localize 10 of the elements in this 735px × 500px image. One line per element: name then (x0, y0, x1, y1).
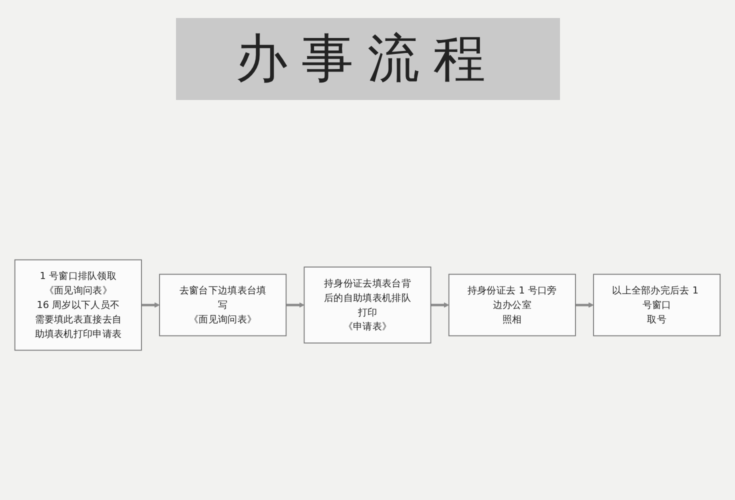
title: 办事流程 (176, 18, 560, 100)
node-box: 去窗台下边填表台填写 《面见询问表》 (159, 274, 287, 336)
node-box: 以上全部办完后去 1 号窗口 取号 (593, 274, 721, 336)
node-box: 持身份证去 1 号口旁边办公室 照相 (448, 274, 576, 336)
arrow (575, 302, 594, 308)
node-box: 1 号窗口排队领取 《面见询问表》 16 周岁以下人员不需要填此表直接去自助填表机打印申请表 (14, 259, 142, 351)
arrow (141, 302, 160, 308)
node-box: 持身份证去填表台背后的自助填表机排队打印 《申请表》 (304, 266, 432, 344)
arrow (286, 302, 304, 308)
arrow (430, 302, 450, 308)
